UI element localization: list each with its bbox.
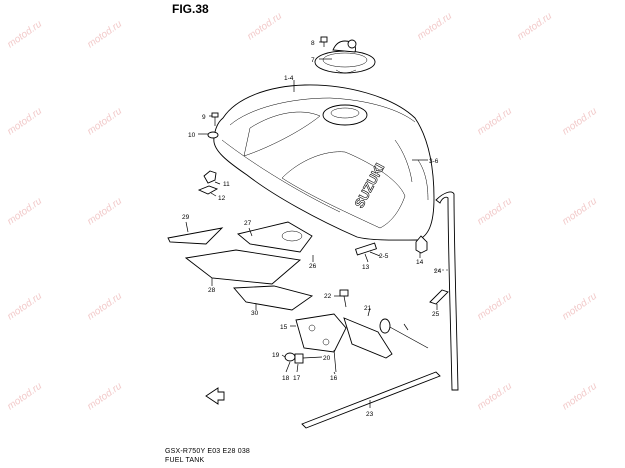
bolt-16 [333, 349, 337, 373]
watermark-text: motod.ru [245, 11, 284, 43]
rod-23 [301, 371, 441, 429]
watermark-text: motod.ru [515, 11, 554, 43]
callout-20: 20 [323, 355, 331, 362]
watermark-text: motod.ru [475, 196, 514, 228]
callout-18: 18 [282, 375, 290, 382]
callout-30: 30 [251, 310, 259, 317]
callout-1-4: 1-4 [284, 75, 294, 82]
watermark-layer: motod.ru motod.ru motod.ru motod.ru moto… [5, 11, 599, 413]
hose-24 [435, 191, 459, 391]
callout-21: 21 [364, 305, 372, 312]
watermark-text: motod.ru [560, 106, 599, 138]
callout-12: 12 [218, 195, 226, 202]
callout-28: 28 [208, 287, 216, 294]
figure-caption: FUEL TANK [165, 457, 205, 464]
watermark-text: motod.ru [5, 19, 44, 51]
bracket-11 [203, 170, 217, 184]
stay-21 [343, 317, 429, 359]
callout-9: 9 [202, 114, 206, 121]
bracket-15 [295, 313, 347, 353]
callout-3-6: 3-6 [429, 158, 439, 165]
callout-15: 15 [280, 324, 288, 331]
callout-23: 23 [366, 411, 374, 418]
watermark-text: motod.ru [415, 11, 454, 43]
model-code-line: GSX-R750Y E03 E28 038 [165, 448, 251, 455]
bolt-22 [339, 289, 349, 308]
watermark-text: motod.ru [5, 381, 44, 413]
collar-20 [294, 353, 304, 364]
callout-8: 8 [311, 40, 315, 47]
fuel-tank: SUZUKI [213, 84, 435, 241]
watermark-text: motod.ru [85, 196, 124, 228]
watermark-text: motod.ru [475, 381, 514, 413]
callout-17: 17 [293, 375, 301, 382]
watermark-text: motod.ru [85, 106, 124, 138]
cushion-28 [184, 249, 302, 285]
clamp-25 [429, 289, 449, 305]
callout-19: 19 [272, 352, 280, 359]
leader-lines [185, 41, 450, 408]
figure-title: FIG.38 [172, 2, 209, 16]
callout-labels: 8 7 1-4 9 10 3-6 11 12 29 27 2-5 26 13 1… [182, 40, 442, 418]
callout-24: 24 [434, 268, 442, 275]
callout-25: 25 [432, 311, 440, 318]
watermark-text: motod.ru [5, 106, 44, 138]
watermark-text: motod.ru [5, 196, 44, 228]
fwd-arrow-icon [205, 387, 225, 405]
watermark-text: motod.ru [475, 291, 514, 323]
pipe-13 [354, 242, 378, 256]
callout-7: 7 [311, 57, 315, 64]
callout-14: 14 [416, 259, 424, 266]
callout-2-5: 2-5 [379, 253, 389, 260]
cushion-12 [197, 185, 219, 195]
callout-29: 29 [182, 214, 190, 221]
seal-30 [233, 285, 314, 311]
seal-27 [237, 221, 313, 253]
watermark-text: motod.ru [560, 381, 599, 413]
callout-26: 26 [309, 263, 317, 270]
watermark-text: motod.ru [560, 291, 599, 323]
washer-10 [207, 131, 219, 139]
callout-27: 27 [244, 220, 252, 227]
bolt-9 [211, 112, 219, 126]
watermark-text: motod.ru [85, 291, 124, 323]
watermark-text: motod.ru [85, 19, 124, 51]
watermark-text: motod.ru [475, 106, 514, 138]
nut-14 [415, 235, 428, 254]
callout-13: 13 [362, 264, 370, 271]
damper-19 [284, 352, 296, 362]
fuel-cap [314, 39, 376, 74]
callout-22: 22 [324, 293, 332, 300]
watermark-text: motod.ru [560, 196, 599, 228]
watermark-text: motod.ru [5, 291, 44, 323]
callout-10: 10 [188, 132, 196, 139]
watermark-text: motod.ru [85, 381, 124, 413]
callout-16: 16 [330, 375, 338, 382]
seal-29 [167, 227, 224, 245]
callout-11: 11 [223, 181, 230, 188]
